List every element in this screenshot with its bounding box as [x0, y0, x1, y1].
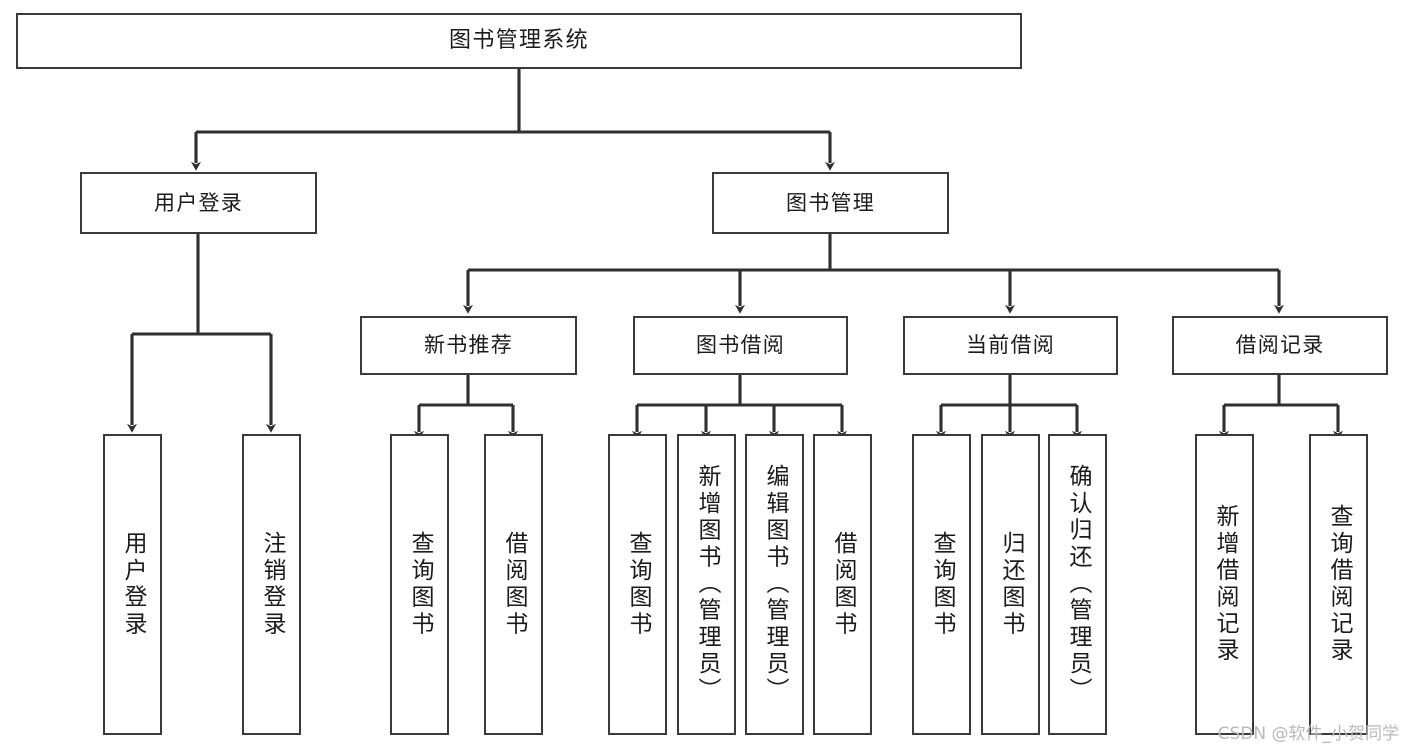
leaf-borrow-book-1-label: 借阅图书: [501, 531, 527, 638]
node-user-login-label: 用户登录: [153, 190, 244, 215]
leaf-query-book-2[interactable]: 查询图书: [608, 434, 667, 735]
node-root-book-management-system[interactable]: 图书管理系统: [16, 13, 1022, 69]
node-current-borrow-label: 当前借阅: [965, 333, 1056, 358]
leaf-confirm-return[interactable]: 确认归还（管理员）: [1048, 434, 1107, 735]
leaf-add-book-label: 新增图书（管理员）: [694, 464, 720, 705]
leaf-query-book-1-label: 查询图书: [407, 531, 433, 638]
node-book-management[interactable]: 图书管理: [712, 172, 949, 234]
leaf-add-record-label: 新增借阅记录: [1212, 504, 1238, 665]
node-book-borrow[interactable]: 图书借阅: [633, 316, 848, 375]
leaf-borrow-book-2[interactable]: 借阅图书: [813, 434, 872, 735]
leaf-query-book-3-label: 查询图书: [929, 531, 955, 638]
leaf-confirm-return-label: 确认归还（管理员）: [1065, 464, 1091, 705]
leaf-return-book-label: 归还图书: [998, 531, 1024, 638]
node-new-book-recommend[interactable]: 新书推荐: [360, 316, 577, 375]
leaf-query-book-3[interactable]: 查询图书: [912, 434, 971, 735]
leaf-logout-label: 注销登录: [259, 531, 285, 638]
leaf-edit-book-label: 编辑图书（管理员）: [762, 464, 788, 705]
node-new-book-recommend-label: 新书推荐: [423, 333, 514, 358]
leaf-return-book[interactable]: 归还图书: [981, 434, 1040, 735]
node-book-management-label: 图书管理: [785, 190, 876, 215]
leaf-query-record[interactable]: 查询借阅记录: [1309, 434, 1368, 735]
leaf-borrow-book-1[interactable]: 借阅图书: [484, 434, 543, 735]
leaf-query-book-2-label: 查询图书: [625, 531, 651, 638]
leaf-logout[interactable]: 注销登录: [242, 434, 301, 735]
node-root-label: 图书管理系统: [449, 28, 589, 54]
leaf-query-record-label: 查询借阅记录: [1326, 504, 1352, 665]
node-borrow-record-label: 借阅记录: [1235, 333, 1325, 358]
leaf-user-login-label: 用户登录: [120, 531, 146, 638]
leaf-query-book-1[interactable]: 查询图书: [390, 434, 449, 735]
leaf-add-record[interactable]: 新增借阅记录: [1195, 434, 1254, 735]
node-user-login[interactable]: 用户登录: [80, 172, 317, 234]
leaf-borrow-book-2-label: 借阅图书: [830, 531, 856, 638]
leaf-user-login[interactable]: 用户登录: [103, 434, 162, 735]
leaf-edit-book[interactable]: 编辑图书（管理员）: [745, 434, 804, 735]
node-book-borrow-label: 图书借阅: [695, 333, 786, 358]
node-current-borrow[interactable]: 当前借阅: [903, 316, 1118, 375]
leaf-add-book[interactable]: 新增图书（管理员）: [677, 434, 736, 735]
csdn-watermark: CSDN @软件_小贺同学: [1217, 724, 1399, 744]
node-borrow-record[interactable]: 借阅记录: [1172, 316, 1388, 375]
